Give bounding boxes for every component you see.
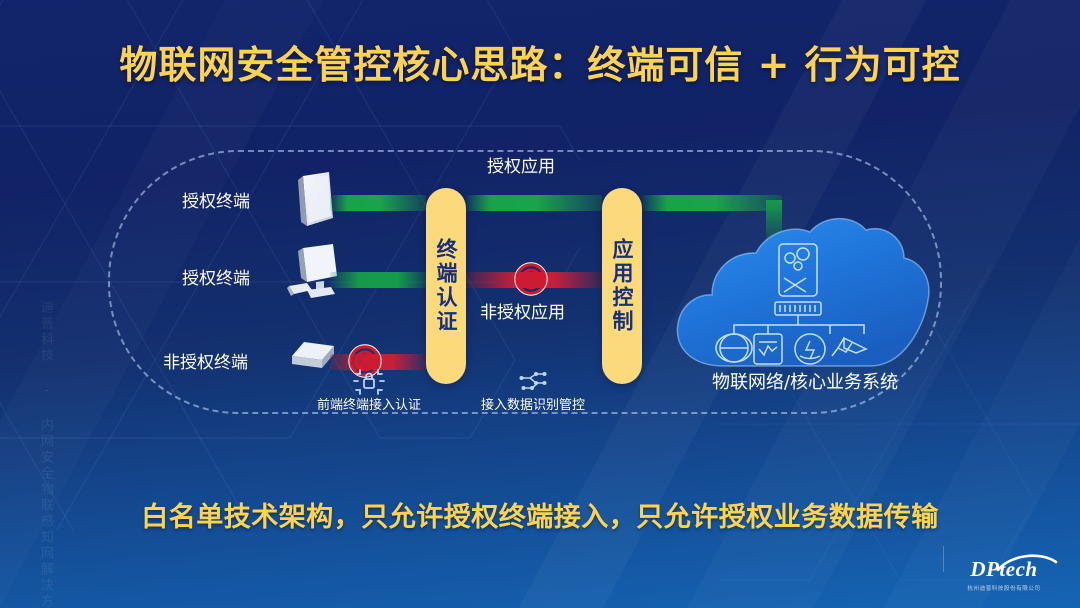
footnote-label-data-control: 接入数据识别管控 — [480, 398, 585, 413]
logo-divider — [943, 546, 944, 572]
flow-bar-green-r1-elbow — [766, 200, 782, 242]
row-label-authorized-terminal-2: 授权终端 — [182, 269, 250, 289]
company-logo: DPtech 杭州迪普科技股份有限公司 — [944, 554, 1064, 592]
vertical-watermark: 迪普科技 - 内网安全物联感知网解决方案 — [39, 300, 54, 608]
flow-bar-green-r2 — [330, 272, 426, 288]
authorized-app-label: 授权应用 — [487, 157, 555, 177]
row-label-unauthorized-terminal: 非授权终端 — [163, 353, 248, 373]
network-nodes-icon — [519, 372, 547, 390]
desktop-computer-icon — [287, 244, 337, 298]
cloud-label: 物联网络/核心业务系统 — [711, 372, 899, 393]
lock-shield-icon — [353, 369, 385, 395]
flow-bar-green-r1-b — [466, 195, 602, 211]
application-control-gate-label: 应用控制 — [610, 238, 634, 334]
prohibition-icon-terminal — [348, 344, 382, 378]
terminal-authentication-gate[interactable]: 终端认证 — [426, 188, 466, 384]
bottom-banner: 白名单技术架构，只允许授权终端接入，只允许授权业务数据传输 — [141, 502, 939, 533]
diagram-stage: 授权应用 授权终端 授权终端 — [0, 130, 1080, 430]
footnote-label-terminal-auth: 前端终端接入认证 — [316, 398, 421, 413]
application-control-gate[interactable]: 应用控制 — [602, 188, 642, 384]
terminal-authentication-gate-label: 终端认证 — [434, 238, 458, 334]
tablet-icon — [298, 172, 333, 226]
logo-swoosh-icon — [996, 554, 1058, 572]
prohibition-icon-app — [514, 262, 548, 296]
flow-bar-red-r2 — [466, 272, 602, 288]
dashed-boundary-ellipse — [108, 150, 942, 414]
unauthorized-app-label: 非授权应用 — [480, 303, 565, 323]
cloud-graphic — [672, 208, 934, 388]
logo-subtitle: 杭州迪普科技股份有限公司 — [967, 586, 1041, 592]
gateway-box-icon — [292, 342, 334, 368]
flow-bar-green-r1-a — [330, 195, 426, 211]
page-title: 物联网安全管控核心思路：终端可信 + 行为可控 — [119, 43, 961, 87]
row-label-authorized-terminal-1: 授权终端 — [182, 192, 250, 212]
flow-bar-green-r1-c — [642, 195, 782, 211]
logo-text: DPtech — [970, 557, 1038, 581]
